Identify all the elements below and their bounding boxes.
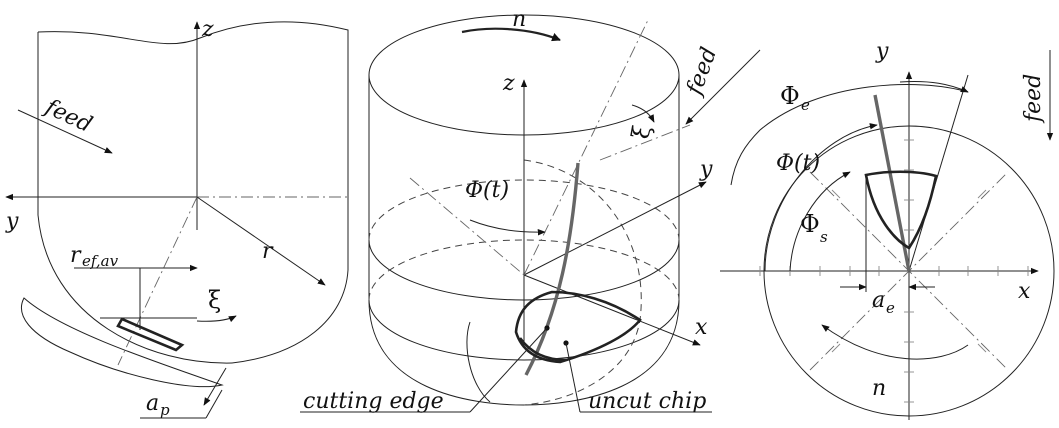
phi-e-sub: e: [801, 96, 810, 114]
center-tilt-line: [523, 19, 649, 276]
ae-main: a: [872, 288, 885, 313]
center-tilt-line2: [599, 124, 691, 161]
left-z-label: z: [201, 17, 214, 42]
right-phi-t-label: Φ(t): [776, 151, 820, 176]
ref-label-main: r: [70, 243, 82, 268]
right-feed-label: feed: [1021, 74, 1046, 124]
ap-label-main: a: [146, 391, 159, 416]
right-n-label: n: [872, 376, 886, 401]
right-x-label: x: [1018, 279, 1031, 304]
tool-outline-left: [37, 32, 233, 364]
tool-outline: [37, 21, 349, 270]
tool-ball-nose: [231, 269, 349, 364]
sphere-profile: [523, 159, 642, 406]
left-feed-label: feed: [40, 94, 96, 138]
phi-e-arrow: [899, 81, 969, 93]
sphere-meridian: [466, 321, 491, 403]
phi-e-arc: [730, 84, 969, 186]
left-r-label: r: [262, 239, 274, 264]
center-phi-label: Φ(t): [465, 178, 509, 203]
center-n-label: n: [512, 7, 526, 32]
workpiece-outline: [20, 297, 224, 388]
ap-dim: [203, 367, 227, 406]
center-view: [300, 14, 761, 413]
ap-label-sub: p: [160, 401, 170, 419]
phi-s-arc: [789, 171, 851, 272]
center-feed-label: feed: [681, 44, 722, 100]
uncut-chip-inner: [518, 337, 567, 362]
uncut-chip-label: uncut chip: [588, 389, 706, 414]
center-phi-arc: [469, 219, 546, 236]
center-y-label: y: [699, 157, 713, 182]
left-y-label: y: [5, 209, 19, 234]
center-x-axis: [523, 274, 701, 346]
center-x-label: x: [695, 315, 708, 340]
r-radius: [196, 196, 326, 286]
ref-label-sub: ef,av: [82, 252, 119, 270]
cutting-edge-label: cutting edge: [303, 389, 444, 414]
cutting-edge: [524, 162, 580, 376]
right-view: [720, 50, 1055, 420]
engage-line: [908, 74, 969, 272]
chip-section: [116, 317, 185, 352]
phi-s-sub: s: [820, 228, 828, 246]
left-view: [5, 21, 350, 419]
axis-ticks: [759, 139, 1029, 403]
uncut-chip: [514, 290, 642, 364]
cutting-edge-leader: [469, 327, 548, 413]
phi-t-arc: [764, 123, 878, 272]
right-rotation-arrow: [821, 324, 969, 360]
center-xi-arc: [631, 104, 655, 123]
center-y-axis: [523, 181, 707, 276]
phi-e-main: Φ: [780, 82, 800, 110]
right-y-label: y: [875, 39, 889, 64]
ap-leader2: [205, 389, 223, 419]
xi-arc: [196, 315, 237, 323]
phi-s-main: Φ: [800, 210, 820, 238]
right-uncut-chip: [864, 170, 938, 250]
center-feed-arrow: [685, 49, 761, 125]
feed-arrow: [17, 109, 113, 154]
ball-equator-front: [368, 299, 680, 361]
left-xi-label: ξ: [208, 286, 221, 314]
center-ref-line: [409, 177, 525, 276]
uncut-chip-leader: [565, 342, 581, 413]
contact-ray: [117, 196, 198, 366]
center-xi-label: ξ: [626, 123, 656, 141]
center-z-label: z: [502, 71, 515, 96]
ae-sub: e: [886, 299, 895, 317]
rotation-arrow: [461, 27, 561, 42]
right-cutting-edge: [873, 94, 911, 272]
